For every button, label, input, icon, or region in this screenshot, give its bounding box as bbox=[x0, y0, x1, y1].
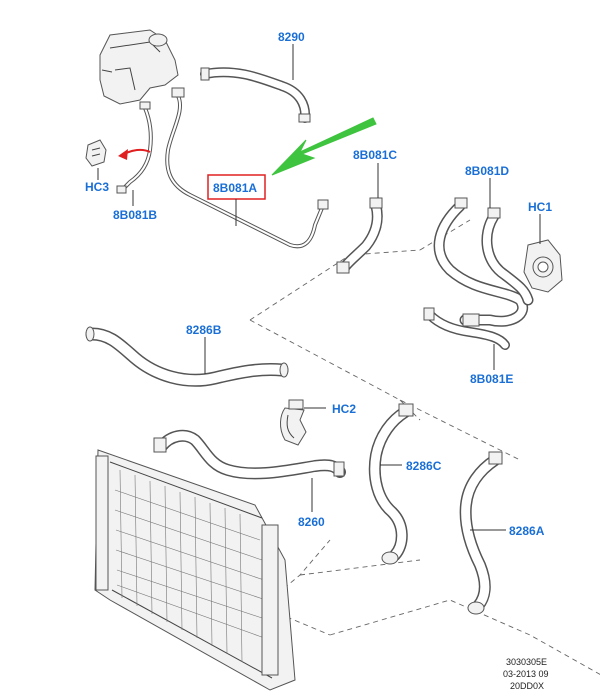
ref-id: 20DD0X bbox=[510, 681, 544, 691]
label-HC3: HC3 bbox=[85, 180, 109, 194]
label-8290: 8290 bbox=[278, 30, 305, 44]
red-indicator-arrow bbox=[118, 148, 151, 160]
leader-lines bbox=[97, 44, 541, 531]
label-8B081B: 8B081B bbox=[113, 208, 157, 222]
bracket-HC2 bbox=[280, 399, 307, 446]
clip-HC3 bbox=[85, 139, 107, 167]
label-8B081D: 8B081D bbox=[465, 164, 509, 178]
label-8286A: 8286A bbox=[509, 524, 545, 538]
hose-8286B bbox=[85, 326, 289, 387]
radiator bbox=[94, 449, 296, 691]
label-HC2: HC2 bbox=[332, 402, 356, 416]
hose-assembly-8B081D-8B081E bbox=[423, 197, 534, 350]
thermostat-housing-HC1 bbox=[523, 239, 563, 293]
green-pointer-arrow bbox=[271, 117, 377, 176]
label-8B081C: 8B081C bbox=[353, 148, 397, 162]
hose-8B081C bbox=[336, 197, 383, 274]
vent-line-8B081B bbox=[116, 101, 153, 194]
label-8286C: 8286C bbox=[406, 459, 442, 473]
hose-8286C bbox=[368, 403, 414, 565]
label-8286B: 8286B bbox=[186, 323, 222, 337]
ref-date: 03-2013 09 bbox=[503, 669, 549, 679]
label-8B081A: 8B081A bbox=[213, 181, 257, 195]
label-8B081E: 8B081E bbox=[470, 372, 513, 386]
degas-bottle bbox=[99, 29, 179, 105]
label-8260: 8260 bbox=[298, 515, 325, 529]
hose-8260 bbox=[153, 429, 346, 480]
hose-8286A bbox=[459, 451, 503, 615]
ref-code: 3030305E bbox=[506, 657, 547, 667]
hose-8290 bbox=[200, 67, 311, 123]
label-HC1: HC1 bbox=[528, 200, 552, 214]
vent-line-8B081A bbox=[165, 87, 329, 249]
